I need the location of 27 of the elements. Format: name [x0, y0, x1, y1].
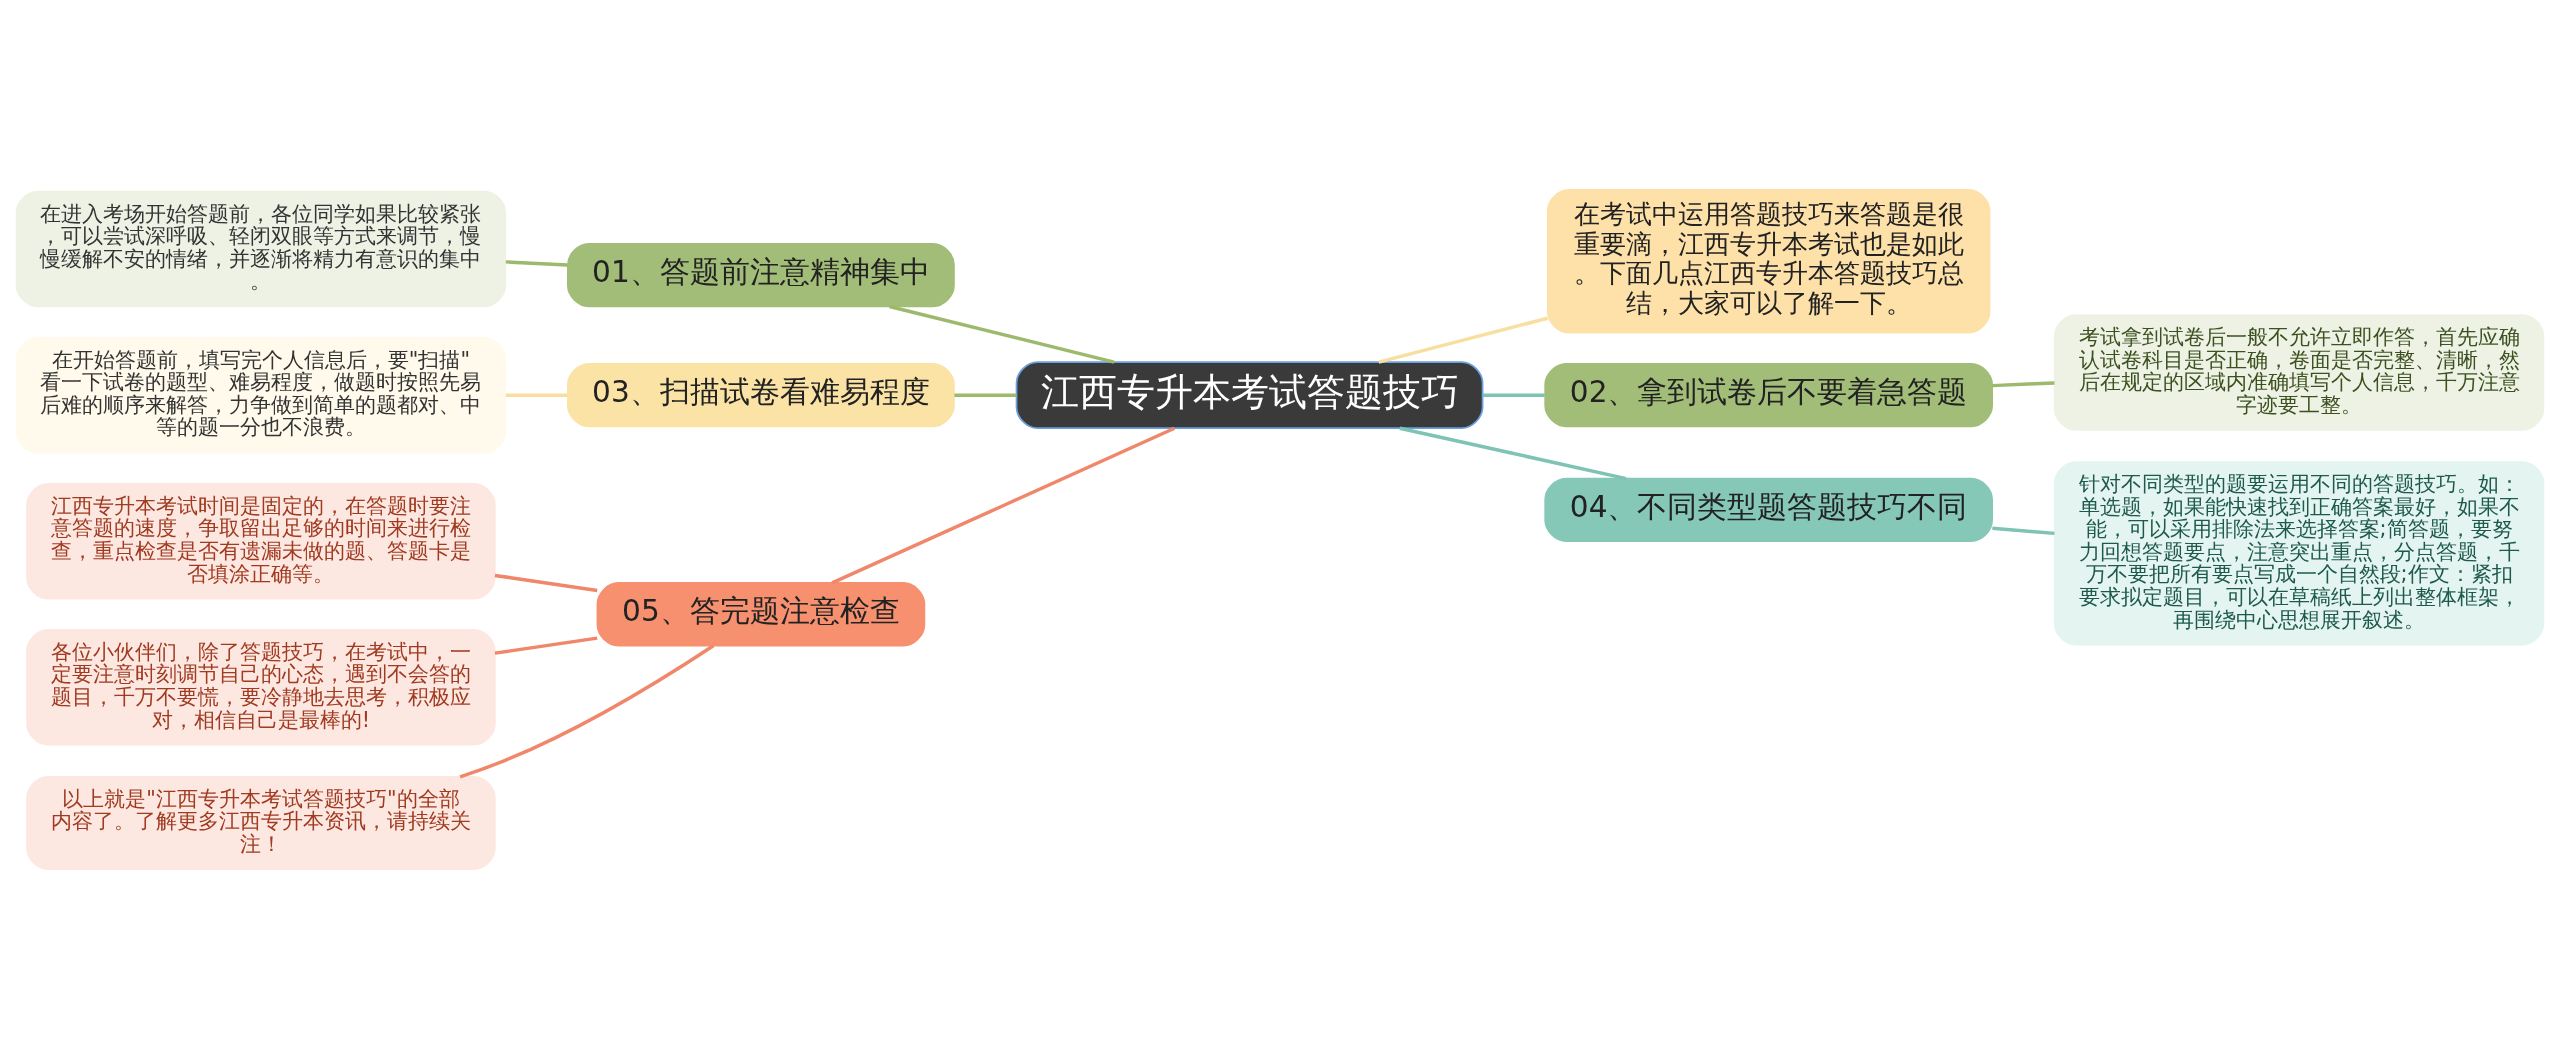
node-box: 江西专升本考试时间是固定的，在答题时要注意答题的速度，争取留出足够的时间来进行检查，重点检查是否有遗漏未做的题、答题卡是否填涂正确等。 — [26, 483, 496, 600]
connector — [494, 636, 598, 655]
node-box: 以上就是"江西专升本考试答题技巧"的全部内容了。了解更多江西专升本资讯，请持续关注！ — [26, 776, 496, 870]
node-box: 在考试中运用答题技巧来答题是很重要滴，江西专升本考试也是如此。下面几点江西专升本答题技巧总结，大家可以了解一下。 — [1546, 189, 1991, 334]
connector — [954, 393, 1017, 397]
connector — [1992, 381, 2055, 388]
connector — [1992, 526, 2055, 536]
connector — [831, 426, 1176, 585]
connector — [505, 260, 568, 267]
node-box: 考试拿到试卷后一般不允许立即作答，首先应确认试卷科目是否正确，卷面是否完整、清晰，然后在规定的区域内准确填写个人信息，千万注意字迹要工整。 — [2053, 314, 2545, 431]
node-box: 江西专升本考试答题技巧 — [1015, 361, 1484, 430]
connector — [505, 393, 568, 397]
connector — [1482, 393, 1545, 397]
node-box: 05、答完题注意检查 — [596, 582, 926, 647]
connector — [1378, 316, 1549, 364]
node-box: 03、扫描试卷看难易程度 — [567, 363, 955, 428]
node-box: 04、不同类型题答题技巧不同 — [1544, 477, 1993, 543]
node-box: 02、拿到试卷后不要着急答题 — [1544, 363, 1993, 428]
node-box: 各位小伙伴们，除了答题技巧，在考试中，一定要注意时刻调节自己的心态，遇到不会答的题目，千万不要慌，要冷静地去思考，积极应对，相信自己是最棒的! — [26, 629, 496, 746]
node-box: 针对不同类型的题要运用不同的答题技巧。如：单选题，如果能快速找到正确答案最好，如果不能，可以采用排除法来选择答案;简答题，要努力回想答题要点，注意突出重点，分点答题，千万不要把所有要点写成一个自然段;作文：紧扣要求拟定题目，可以在草稿纸上列出整体框架，再围绕中心思想展开叙述。 — [2053, 461, 2545, 646]
connector — [494, 573, 598, 593]
connector — [459, 644, 715, 779]
node-box: 01、答题前注意精神集中 — [567, 243, 955, 308]
connector — [889, 304, 1115, 364]
node-box: 在开始答题前，填写完个人信息后，要"扫描"看一下试卷的题型、难易程度，做题时按照先易后难的顺序来解答，力争做到简单的题都对、中等的题一分也不浪费。 — [15, 336, 507, 454]
node-box: 在进入考场开始答题前，各位同学如果比较紧张，可以尝试深呼吸、轻闭双眼等方式来调节，慢慢缓解不安的情绪，并逐渐将精力有意识的集中。 — [15, 190, 507, 308]
connector — [1399, 426, 1627, 481]
